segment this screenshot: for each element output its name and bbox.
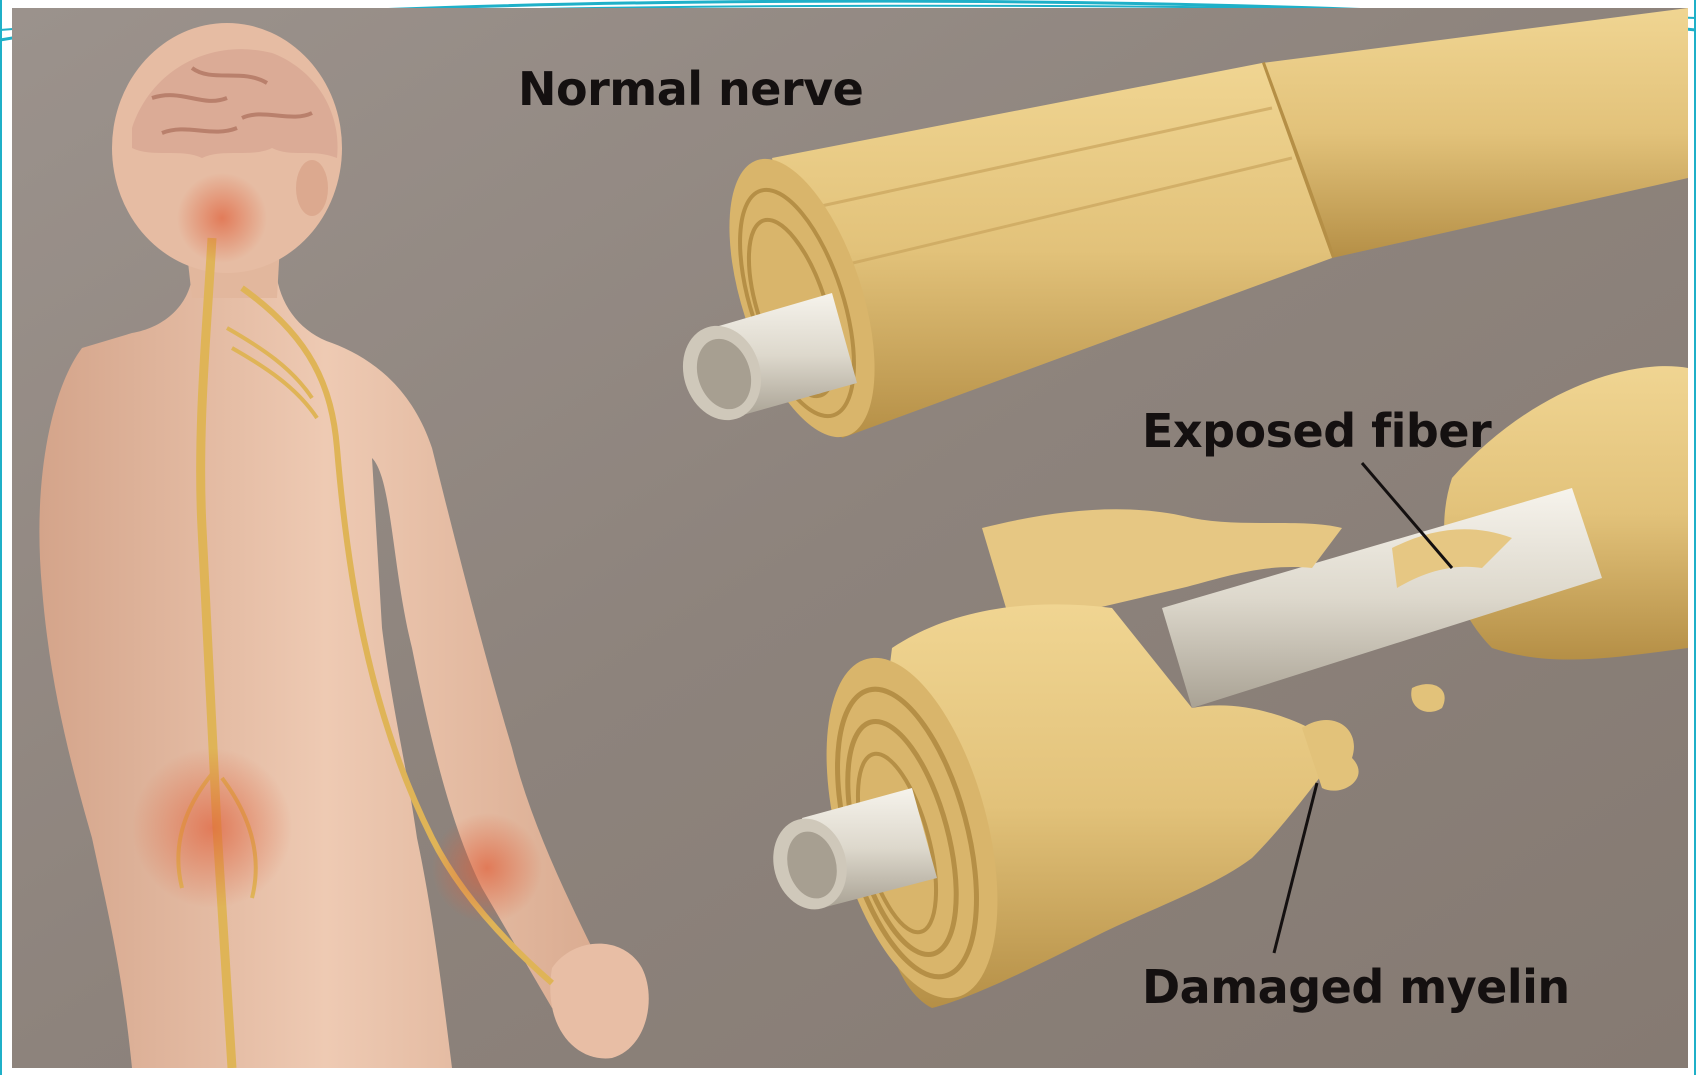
exposed-fiber-label: Exposed fiber — [1142, 404, 1491, 458]
nerve-illustration — [12, 8, 1688, 1068]
normal-nerve-label: Normal nerve — [518, 62, 863, 116]
damaged-myelin-label: Damaged myelin — [1142, 960, 1570, 1014]
